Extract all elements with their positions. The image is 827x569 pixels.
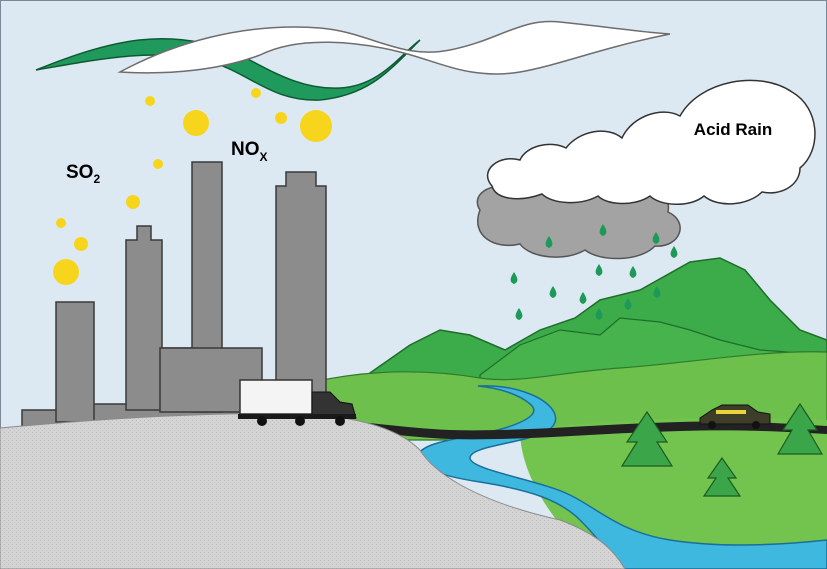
raindrop [629, 266, 637, 278]
ground [0, 413, 626, 569]
raindrop [653, 286, 661, 298]
raindrop [549, 286, 557, 298]
raindrop [624, 298, 632, 310]
pollutant-dot [145, 96, 155, 106]
raindrop [670, 246, 678, 258]
pollutant-dot [251, 88, 261, 98]
pollutant-dot [183, 110, 209, 136]
so2-label: SO2 [66, 162, 100, 186]
raindrop [545, 236, 553, 248]
smokestack-middle [125, 225, 163, 411]
pollutant-dot [74, 237, 88, 251]
car-body [699, 404, 771, 425]
tree [702, 456, 742, 497]
nox-label: NOX [231, 139, 268, 164]
raindrop [510, 272, 518, 284]
truck-chassis [238, 414, 356, 419]
raindrop [515, 308, 523, 320]
trees [620, 402, 824, 497]
smoke-ribbon [35, 20, 671, 101]
raindrop [599, 224, 607, 236]
tree [776, 402, 824, 455]
truck-wheel [257, 416, 267, 426]
truck-wheel [335, 416, 345, 426]
factory [21, 161, 327, 431]
raindrop [579, 292, 587, 304]
raindrops [510, 224, 678, 320]
pollutant-particles [53, 88, 332, 285]
factory-annex [159, 347, 263, 413]
smokestack-nox [275, 171, 327, 411]
pollutant-dot [56, 218, 66, 228]
car-wheel [752, 421, 760, 429]
pollutant-dot [53, 259, 79, 285]
truck [238, 379, 357, 426]
car [699, 404, 771, 429]
truck-wheel [295, 416, 305, 426]
pollutant-dot [275, 112, 287, 124]
raindrop [652, 232, 660, 244]
smokestack-so2 [55, 301, 95, 423]
acid-rain-cloud [486, 79, 816, 205]
car-stripe [716, 410, 746, 414]
pollutant-dot [300, 110, 332, 142]
field-back [299, 351, 827, 441]
raindrop [595, 264, 603, 276]
raindrop [595, 308, 603, 320]
truck-trailer [239, 379, 313, 415]
car-wheel [708, 421, 716, 429]
pollutant-dot [126, 195, 140, 209]
pollutant-dot [153, 159, 163, 169]
smoke-ribbon-white [117, 20, 671, 75]
acid-rain-label: Acid Rain [694, 120, 772, 139]
tree [620, 410, 674, 467]
